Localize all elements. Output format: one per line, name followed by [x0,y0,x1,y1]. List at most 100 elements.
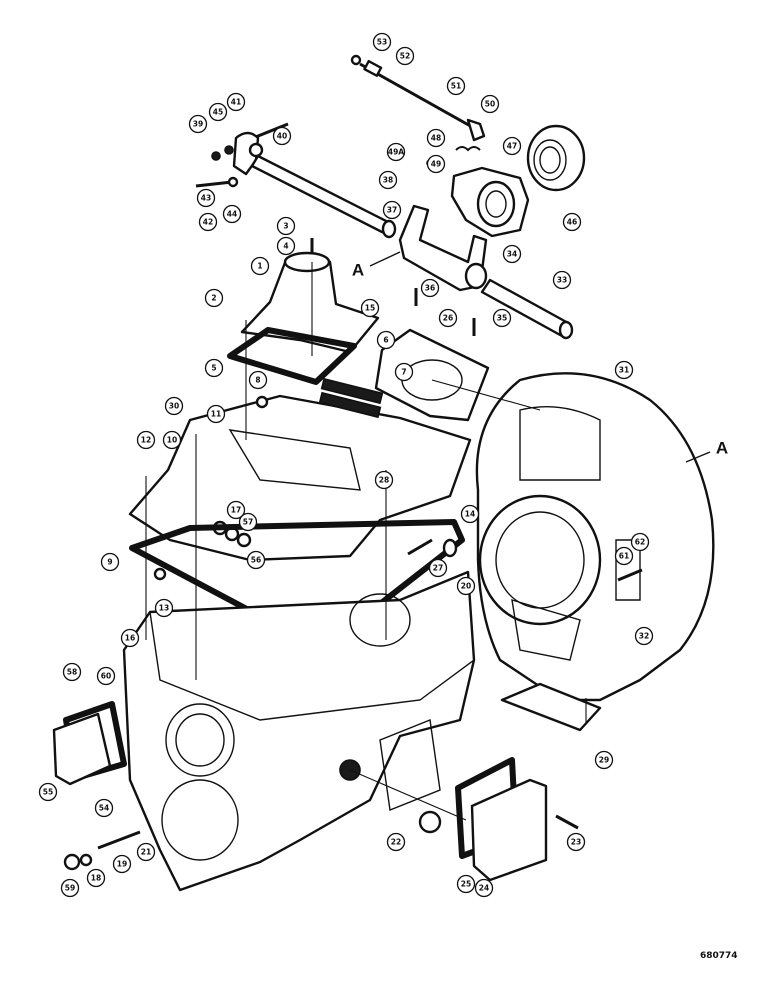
callout-54: 54 [94,798,114,818]
shift-cover-12 [128,377,472,562]
callout-34: 34 [502,244,522,264]
callout-37: 37 [382,200,402,220]
callout-2: 2 [204,288,224,308]
callout-40: 40 [272,126,292,146]
callout-number: 10 [167,436,177,445]
callout-56: 56 [246,550,266,570]
cover-plate-31 [374,328,490,422]
callout-number: 21 [141,848,151,857]
bolt-23 [555,814,579,830]
inspection-cover-30 [500,682,602,732]
callout-circle [96,666,116,686]
callout-circle [100,552,120,572]
callout-circle [566,832,586,852]
callout-layer: 535251504849A494746454140394244433837363… [38,32,654,898]
callout-circle [250,256,270,276]
callout-27: 27 [428,558,448,578]
callout-number: 15 [365,304,375,313]
callout-circle [86,868,106,888]
callout-circle [208,102,228,122]
plug-22 [418,810,442,834]
callout-number: 34 [507,250,517,259]
callout-59: 59 [60,878,80,898]
callout-1: 1 [250,256,270,276]
callout-14: 14 [460,504,480,524]
callout-circle [198,212,218,232]
callout-6: 6 [376,330,396,350]
stud-28 [407,538,433,556]
callout-number: 25 [461,880,471,889]
release-bearing-46 [526,124,586,192]
callout-circle [372,32,392,52]
callout-number: 16 [125,634,135,643]
release-bearing-housing [450,166,530,238]
callout-26: 26 [438,308,458,328]
callout-number: 4 [283,242,288,251]
callout-circle [552,270,572,290]
callout-number: 29 [599,756,609,765]
callout-22: 22 [386,832,406,852]
callout-number: 6 [383,336,388,345]
callout-circle [426,154,446,174]
callout-circle [276,216,296,236]
callout-number: 14 [465,510,475,519]
plug-14 [442,538,458,558]
callout-circle [502,136,522,156]
callout-circle [136,430,156,450]
callout-circle [614,546,634,566]
shift-lever-assembly [195,122,289,188]
callout-number: 52 [400,52,410,61]
callout-number: 26 [443,314,453,323]
callout-circle [204,288,224,308]
callout-62: 62 [630,532,650,552]
tower-gasket-5 [227,327,357,385]
callout-circle [226,92,246,112]
svg-text:A: A [716,439,728,458]
callout-circle [446,76,466,96]
callout-circle [196,188,216,208]
callout-15: 15 [360,298,380,318]
callout-55: 55 [38,782,58,802]
callout-circle [420,278,440,298]
callout-51: 51 [446,76,466,96]
callout-41: 41 [226,92,246,112]
callout-number: 49A [388,148,404,157]
reference-label-a-left: A [352,251,401,280]
transmission-case-17 [122,570,476,892]
callout-circle [438,308,458,328]
callout-number: 44 [227,210,237,219]
callout-number: 47 [507,142,517,151]
callout-circle [428,558,448,578]
callout-circle [38,782,58,802]
callout-number: 49 [431,160,441,169]
shift-shaft-38 [250,154,397,239]
callout-9: 9 [100,552,120,572]
callout-number: 48 [431,134,441,143]
callout-number: 46 [567,218,577,227]
callout-number: 32 [639,632,649,641]
callout-circle [62,662,82,682]
callout-number: 35 [497,314,507,323]
callout-circle [456,576,476,596]
svg-text:A: A [352,261,364,280]
callout-32: 32 [634,626,654,646]
shift-rod-assembly [350,54,486,142]
callout-number: 8 [255,376,260,385]
callout-30: 30 [164,396,184,416]
callout-number: 58 [67,668,77,677]
callout-11: 11 [206,404,226,424]
callout-number: 28 [379,476,389,485]
callout-number: 36 [425,284,435,293]
stud-20 [97,830,141,850]
callout-39: 39 [188,114,208,134]
callout-number: 54 [99,804,109,813]
callout-number: 17 [231,506,241,515]
callout-circle [94,798,114,818]
callout-number: 19 [117,860,127,869]
callout-49: 49 [426,154,446,174]
callout-38: 38 [378,170,398,190]
callout-circle [276,236,296,256]
callout-number: 2 [211,294,216,303]
callout-53: 53 [372,32,392,52]
